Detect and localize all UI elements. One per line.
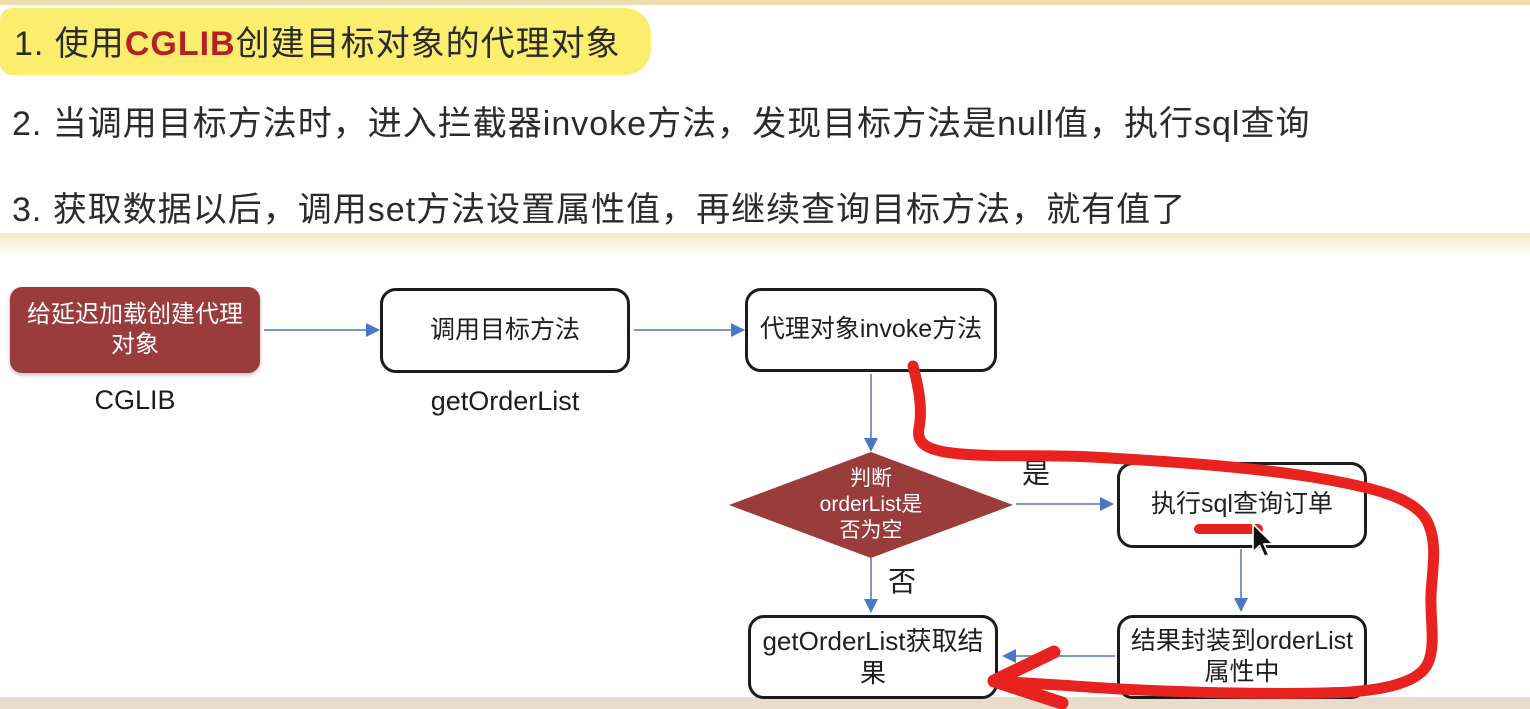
node-wrap-result-line2: 属性中 [1204,658,1280,686]
arrowhead-icon [366,323,380,337]
decision-line2: orderList是 [819,492,923,516]
arrowhead-icon [864,438,878,452]
note-line-2: 2. 当调用目标方法时，进入拦截器invoke方法，发现目标方法是null值，执… [12,105,1311,143]
node-create-proxy-line1: 给延迟加载创建代理 [27,301,243,328]
node-get-result: getOrderList获取结果 [748,615,998,699]
note-line-3: 3. 获取数据以后，调用set方法设置属性值，再继续查询目标方法，就有值了 [12,191,1187,229]
connector-arrowheads [366,323,1248,663]
node-call-target-label: 调用目标方法 [429,315,580,344]
edge-label-no: 否 [888,566,917,597]
bottom-strip [0,697,1530,709]
red-arrowhead-icon [987,645,1069,709]
arrowhead-icon [1100,497,1114,511]
mouse-pointer-icon [1252,523,1274,558]
node-get-result-label: getOrderList获取结果 [762,625,984,689]
note-1-suffix: 创建目标对象的代理对象 [235,25,621,63]
arrowhead-icon [731,323,745,337]
decision-line1: 判断 [850,466,892,490]
node-call-target: 调用目标方法 [380,288,630,373]
note-line-1: 1. 使用CGLIB创建目标对象的代理对象 [0,8,651,75]
node-invoke-label: 代理对象invoke方法 [759,315,983,344]
arrowhead-icon [1234,598,1248,612]
node-create-proxy-line2: 对象 [111,331,159,358]
decision-line3: 否为空 [839,519,903,543]
arrowhead-icon [1002,649,1016,663]
node-wrap-result-line1: 结果封装到orderList [1130,626,1354,655]
red-loop-stroke [907,360,1440,699]
top-strip [0,0,1530,5]
divider-band [0,233,1530,259]
node-create-proxy: 给延迟加载创建代理 对象 [10,287,260,373]
label-cglib: CGLIB [94,385,176,415]
label-getorderlist: getOrderList [430,386,580,416]
connector-lines [264,329,1242,657]
arrowhead-icon [864,599,878,613]
highlight-marker: 1. 使用CGLIB创建目标对象的代理对象 [0,8,651,75]
note-1-prefix: 1. 使用 [14,25,125,63]
node-sql-query-label: 执行sql查询订单 [1151,490,1333,519]
note-1-keyword: CGLIB [124,25,236,63]
node-invoke: 代理对象invoke方法 [745,288,997,372]
edge-label-yes: 是 [1022,458,1051,489]
